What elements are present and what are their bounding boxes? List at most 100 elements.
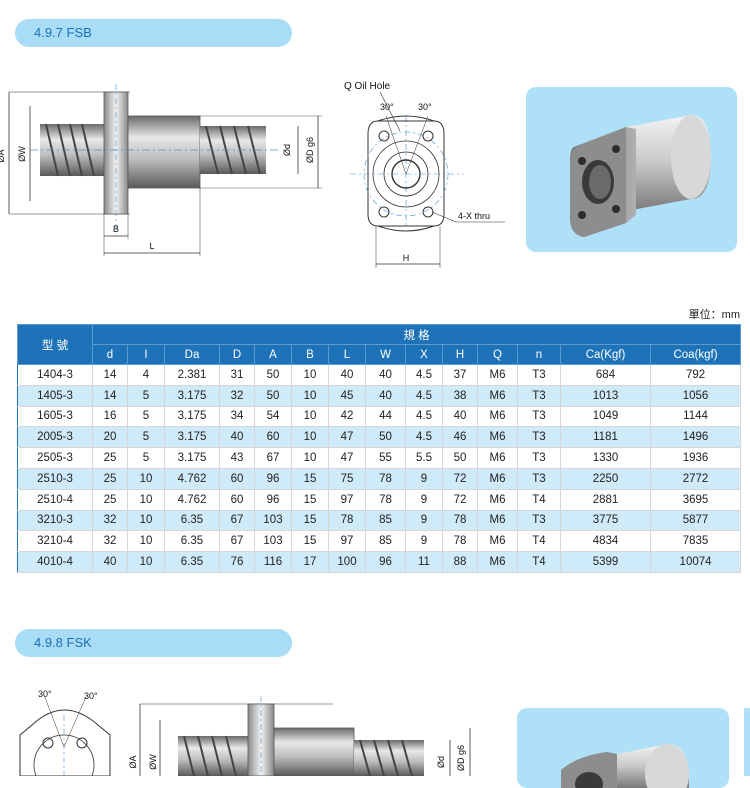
table-cell: 96	[365, 551, 406, 573]
label-dd: ØD g6	[305, 137, 315, 163]
header-spec: 規 格	[91, 324, 742, 345]
table-cell: 7835	[650, 530, 742, 553]
model-cell: 2005-3	[17, 426, 93, 449]
table-cell: 6.35	[164, 551, 220, 573]
label-dw: ØW	[17, 146, 27, 162]
model-cell: 2510-3	[17, 468, 93, 490]
table-cell: 4.762	[164, 489, 220, 511]
fsk-side-view-drawing: ØA ØW Ød ØD g6	[128, 696, 471, 776]
table-cell: 10	[127, 551, 165, 573]
fsb-product-photo	[526, 87, 737, 252]
column-header: B	[291, 344, 329, 365]
table-cell: 14	[92, 364, 128, 386]
column-header: I	[127, 344, 165, 365]
table-cell: 85	[365, 530, 406, 553]
table-cell: 6.35	[164, 530, 220, 553]
table-cell: 5	[127, 426, 165, 449]
label-angle-2: 30°	[418, 102, 432, 112]
table-cell: 40	[365, 364, 406, 386]
header-model: 型 號	[17, 324, 93, 365]
table-cell: 72	[442, 489, 478, 511]
table-cell: 1936	[650, 447, 742, 469]
unit-label: 單位：mm	[688, 309, 740, 321]
table-cell: 15	[291, 489, 329, 511]
table-cell: 38	[442, 385, 478, 407]
table-cell: 5	[127, 447, 165, 469]
table-cell: T3	[517, 406, 561, 428]
model-cell: 1404-3	[17, 364, 93, 386]
table-cell: 50	[365, 426, 406, 449]
table-cell: 10074	[650, 551, 742, 573]
table-cell: 45	[328, 385, 366, 407]
table-cell: 78	[365, 489, 406, 511]
table-cell: T3	[517, 447, 561, 469]
table-cell: 4.5	[405, 364, 443, 386]
table-cell: T4	[517, 530, 561, 553]
table-cell: 46	[442, 426, 478, 449]
table-cell: 97	[328, 530, 366, 553]
column-header: H	[442, 344, 478, 365]
table-cell: 78	[328, 510, 366, 532]
table-cell: 16	[92, 406, 128, 428]
table-cell: 32	[219, 385, 255, 407]
table-cell: M6	[477, 447, 518, 469]
column-header: L	[328, 344, 366, 365]
table-cell: 2.381	[164, 364, 220, 386]
table-cell: 3.175	[164, 406, 220, 428]
table-cell: 3.175	[164, 447, 220, 469]
table-cell: 60	[219, 468, 255, 490]
table-cell: 50	[254, 385, 292, 407]
model-cell: 3210-3	[17, 510, 93, 532]
model-cell: 2510-4	[17, 489, 93, 511]
table-cell: 2772	[650, 468, 742, 490]
table-cell: 103	[254, 530, 292, 553]
table-cell: 78	[442, 530, 478, 553]
table-cell: 3.175	[164, 426, 220, 449]
table-cell: 1049	[560, 406, 651, 428]
fsb-side-view-drawing: ØA ØW Ød ØD g6 B L	[0, 84, 322, 256]
table-cell: 10	[127, 530, 165, 553]
label-fsk-da: ØA	[128, 755, 138, 768]
table-cell: 2250	[560, 468, 651, 490]
table-cell: 25	[92, 447, 128, 469]
table-cell: 1056	[650, 385, 742, 407]
table-cell: T3	[517, 364, 561, 386]
table-cell: T3	[517, 468, 561, 490]
table-cell: 11	[405, 551, 443, 573]
table-cell: 9	[405, 489, 443, 511]
table-cell: 37	[442, 364, 478, 386]
table-cell: 5877	[650, 510, 742, 532]
label-d-small: Ød	[282, 144, 292, 156]
table-cell: 3.175	[164, 385, 220, 407]
table-cell: T4	[517, 551, 561, 573]
column-header: d	[92, 344, 128, 365]
table-cell: 67	[254, 447, 292, 469]
table-cell: 43	[219, 447, 255, 469]
table-cell: 31	[219, 364, 255, 386]
table-cell: 2881	[560, 489, 651, 511]
table-cell: 1330	[560, 447, 651, 469]
table-cell: 10	[291, 447, 329, 469]
table-cell: 32	[92, 530, 128, 553]
table-cell: 96	[254, 489, 292, 511]
table-cell: 9	[405, 468, 443, 490]
table-cell: 5	[127, 406, 165, 428]
table-cell: 5	[127, 385, 165, 407]
table-cell: 10	[127, 489, 165, 511]
table-cell: 3695	[650, 489, 742, 511]
table-cell: 97	[328, 489, 366, 511]
table-cell: 32	[92, 510, 128, 532]
table-cell: 47	[328, 426, 366, 449]
table-cell: 116	[254, 551, 292, 573]
fsk-product-photo	[517, 708, 729, 788]
table-cell: 72	[442, 468, 478, 490]
table-cell: 40	[328, 364, 366, 386]
column-header: D	[219, 344, 255, 365]
ball-nut-fsb-icon	[570, 115, 711, 237]
table-cell: 55	[365, 447, 406, 469]
